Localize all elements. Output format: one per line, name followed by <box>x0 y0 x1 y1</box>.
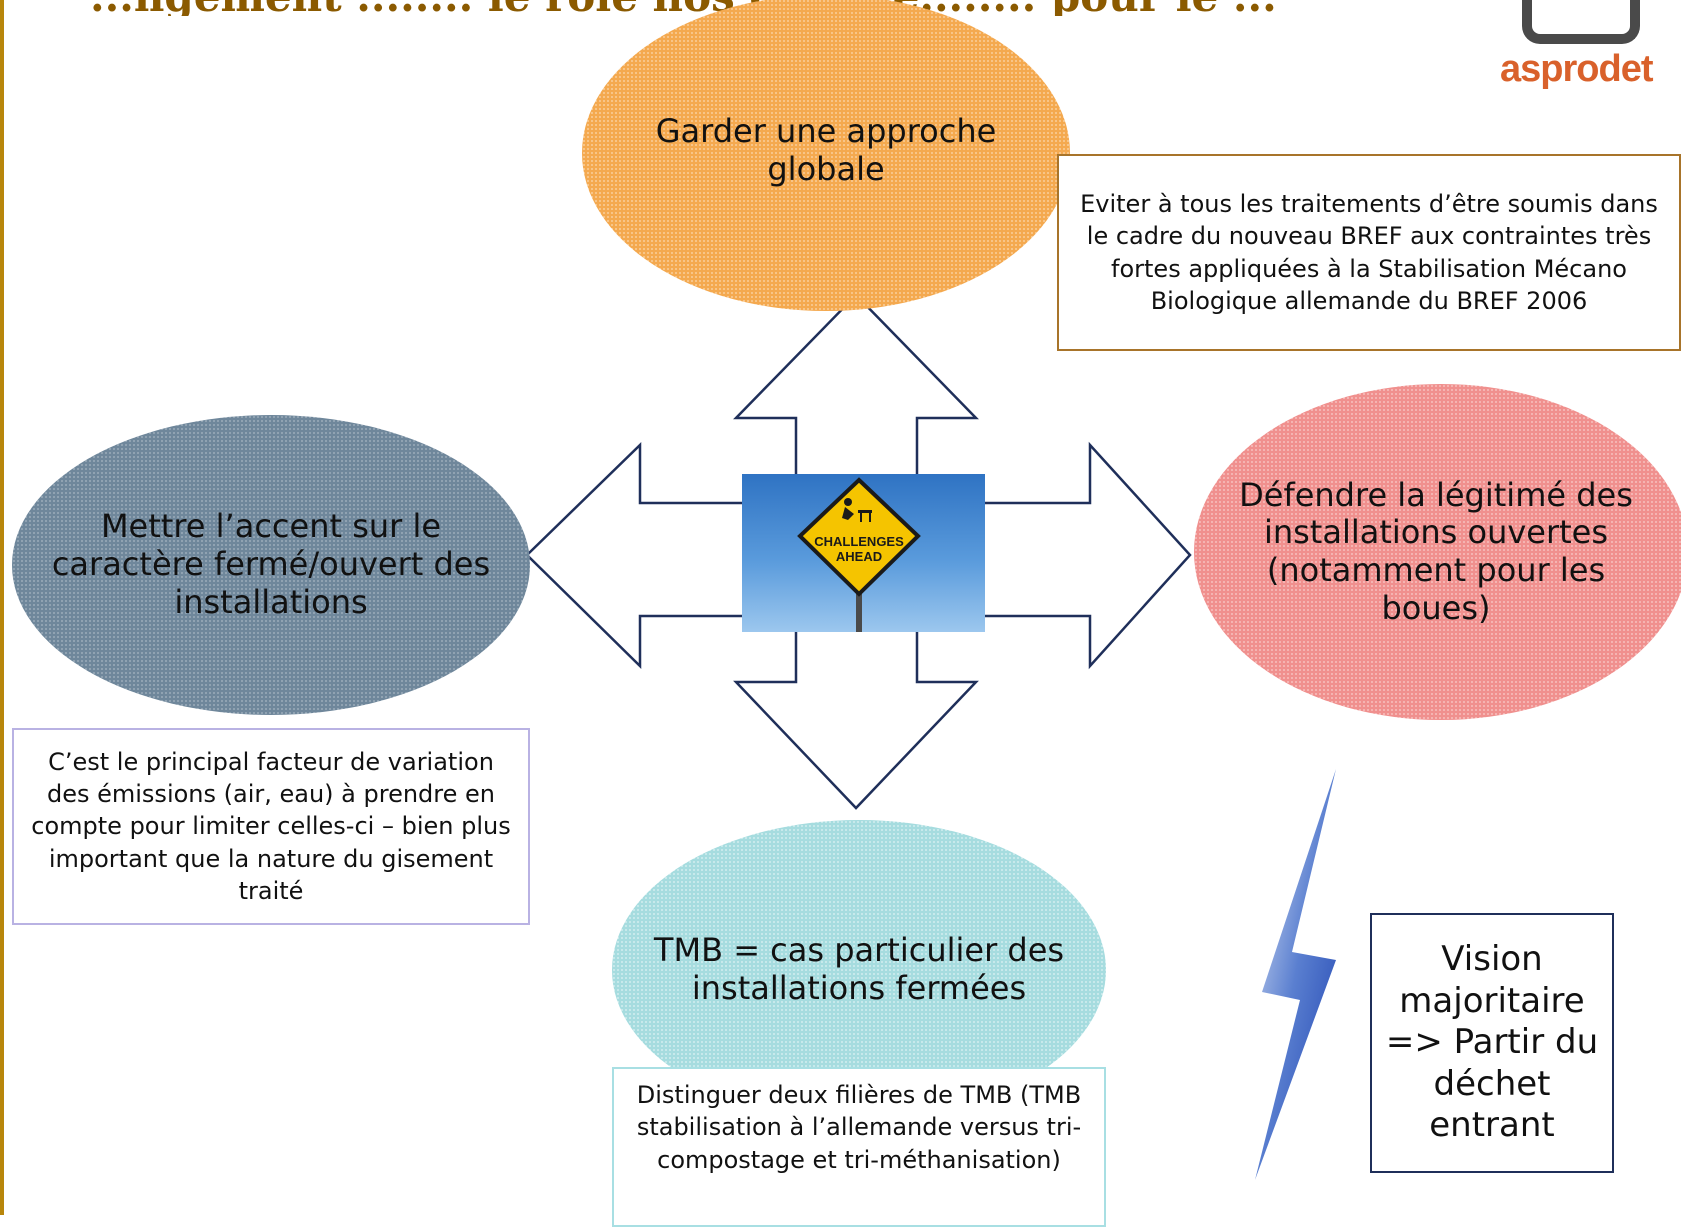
asprodet-logo: asprodet <box>1500 0 1653 112</box>
logo-text: asprodet <box>1500 48 1653 90</box>
challenges-ahead-image: CHALLENGES AHEAD <box>742 474 985 632</box>
sign-line-2: AHEAD <box>836 549 882 564</box>
sign-line-1: CHALLENGES <box>814 534 904 549</box>
warning-sign-icon: CHALLENGES AHEAD <box>797 477 921 632</box>
note-emission-factor: C’est le principal facteur de variation … <box>12 728 530 925</box>
bubble-closed-open-character: Mettre l’accent sur le caractère fermé/o… <box>12 415 530 715</box>
vision-majority-box: Vision majoritaire => Partir du déchet e… <box>1370 913 1614 1173</box>
note-tmb-sectors: Distinguer deux filières de TMB (TMB sta… <box>612 1067 1106 1227</box>
note-bref-constraints: Eviter à tous les traitements d’être sou… <box>1057 154 1681 351</box>
slide-title: ...ngement ........ le rôle nos change..… <box>90 0 1350 16</box>
bubble-global-approach: Garder une approche globale <box>582 0 1070 311</box>
logo-frame-icon <box>1522 0 1640 44</box>
left-border <box>0 0 4 1215</box>
bubble-defend-open-installations: Défendre la légitimé des installations o… <box>1194 384 1681 720</box>
